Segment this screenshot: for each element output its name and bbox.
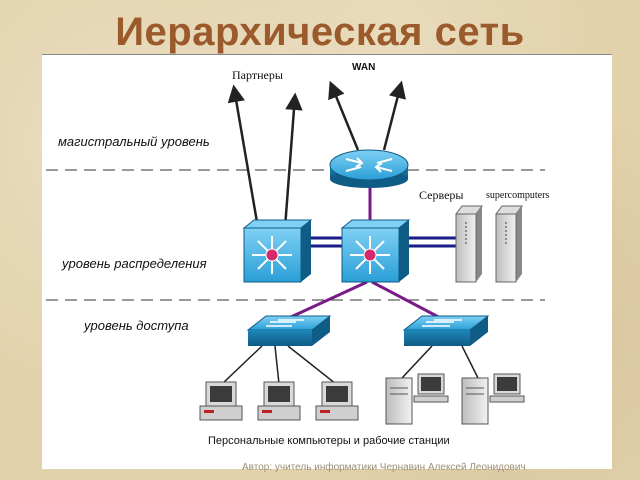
access-level-label: уровень доступа	[83, 318, 189, 333]
partner-arrows	[227, 84, 303, 229]
wan-arrows	[328, 80, 406, 151]
distribution-switch-1-icon	[242, 219, 313, 283]
pc-1-icon	[199, 381, 243, 421]
partners-label: Партнеры	[232, 68, 283, 82]
distribution-switch-2-icon	[340, 219, 411, 283]
slide-title: Иерархическая сеть	[115, 10, 525, 54]
supercomputers-label: supercomputers	[486, 190, 549, 201]
distribution-level-label: уровень распределения	[61, 256, 207, 271]
server-1-icon	[455, 205, 483, 283]
workstation-2-icon	[461, 373, 525, 425]
access-switch-2-icon	[402, 315, 490, 346]
pc-3-icon	[315, 381, 359, 421]
core-level-label: магистральный уровень	[58, 134, 210, 149]
router-icon	[329, 149, 409, 188]
pc-links	[221, 345, 479, 385]
access-switch-1-icon	[246, 315, 332, 346]
workstation-1-icon	[385, 373, 449, 425]
servers-label: Серверы	[419, 188, 463, 202]
distribution-links	[305, 236, 456, 248]
author-footer: Автор: учитель информатики Чернавин Алек…	[242, 462, 526, 473]
pc-2-icon	[257, 381, 301, 421]
access-uplinks	[279, 280, 449, 324]
workstations-label: Персональные компьютеры и рабочие станци…	[208, 435, 450, 447]
server-2-icon	[495, 205, 523, 283]
wan-label: WAN	[352, 62, 375, 73]
